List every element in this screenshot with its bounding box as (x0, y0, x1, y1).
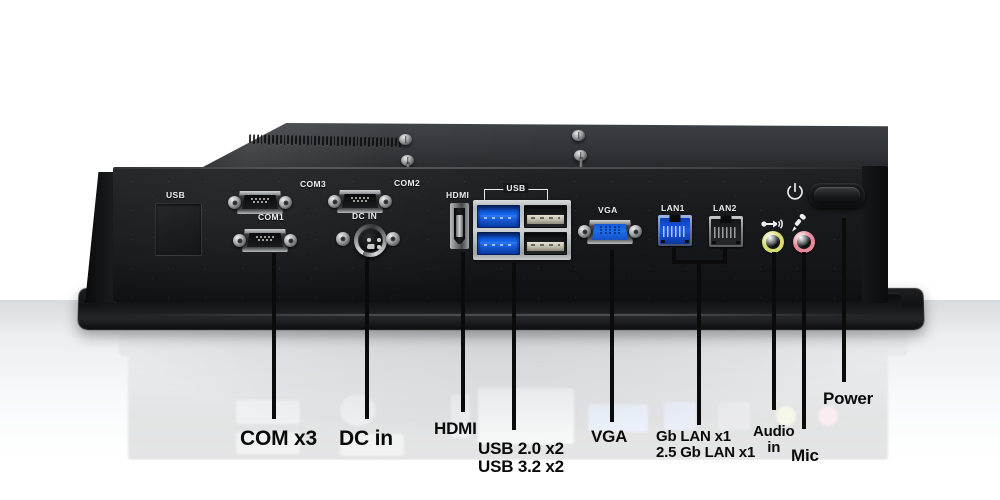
callout-audioin: Audio in (753, 423, 795, 456)
com2-port[interactable] (328, 188, 392, 215)
standoff-screw (399, 134, 412, 145)
hdmi-label: HDMI (446, 190, 470, 200)
floor-surface (0, 300, 1000, 500)
leader-line-com (272, 253, 276, 419)
dc-in-label: DC IN (352, 211, 378, 221)
callout-usb: USB 2.0 x2 USB 3.2 x2 (478, 439, 564, 476)
chassis-right-corner (862, 166, 888, 303)
usb20-port-bottom[interactable] (524, 232, 567, 255)
com3-label: COM3 (300, 179, 327, 189)
leader-line-hdmi (461, 252, 465, 412)
usb32-port-bottom[interactable] (477, 232, 520, 255)
callout-mic: Mic (791, 446, 819, 465)
callout-power: Power (823, 389, 874, 408)
audio-in-jack[interactable] (762, 231, 784, 253)
usb20-port-top[interactable] (524, 205, 567, 228)
standoff-screw (401, 155, 414, 178)
callout-lan: Gb LAN x1 2.5 Gb LAN x1 (656, 428, 756, 461)
lan2-port[interactable] (709, 216, 743, 247)
microphone-icon (792, 214, 806, 232)
callout-com: COM x3 (240, 427, 317, 450)
power-button[interactable] (809, 183, 865, 208)
leader-line-lan (697, 260, 701, 425)
leader-line-lan2-stub (723, 248, 727, 264)
callout-dcin: DC in (339, 427, 393, 450)
panel-pc-device: USB COM3 COM1 COM2 DC IN (0, 0, 1000, 340)
leader-line-power (842, 218, 846, 382)
leader-line-audioin (772, 252, 776, 410)
com3-port[interactable] (228, 189, 292, 216)
usb-blank-plate (155, 203, 202, 256)
usb-port-block[interactable] (473, 200, 571, 260)
leader-line-mic (802, 252, 806, 429)
hdmi-port[interactable] (450, 203, 469, 249)
lan1-port[interactable] (658, 215, 692, 246)
usb32-port-top[interactable] (477, 205, 520, 228)
leader-line-usb (512, 262, 516, 430)
usb-blank-label: USB (166, 190, 186, 200)
lan1-label: LAN1 (661, 203, 685, 213)
mic-jack[interactable] (793, 231, 815, 253)
lan2-label: LAN2 (713, 203, 737, 213)
line-in-icon (761, 219, 783, 229)
com2-label: COM2 (394, 178, 421, 188)
leader-line-lan1-stub (672, 248, 676, 264)
dc-in-port[interactable] (336, 222, 400, 260)
usb-bracket-label: USB (484, 183, 548, 200)
floor-vignette (0, 300, 1000, 500)
standoff-screw (574, 150, 587, 173)
callout-hdmi: HDMI (434, 419, 477, 438)
vga-label: VGA (598, 205, 618, 215)
com1-label: COM1 (258, 212, 285, 222)
vga-port[interactable] (578, 217, 642, 247)
leader-line-dcin (365, 258, 369, 419)
standoff-screw (572, 130, 585, 141)
callout-vga: VGA (591, 427, 628, 446)
com1-port[interactable] (233, 227, 297, 254)
leader-line-vga (610, 250, 614, 422)
power-symbol-icon (787, 183, 803, 200)
